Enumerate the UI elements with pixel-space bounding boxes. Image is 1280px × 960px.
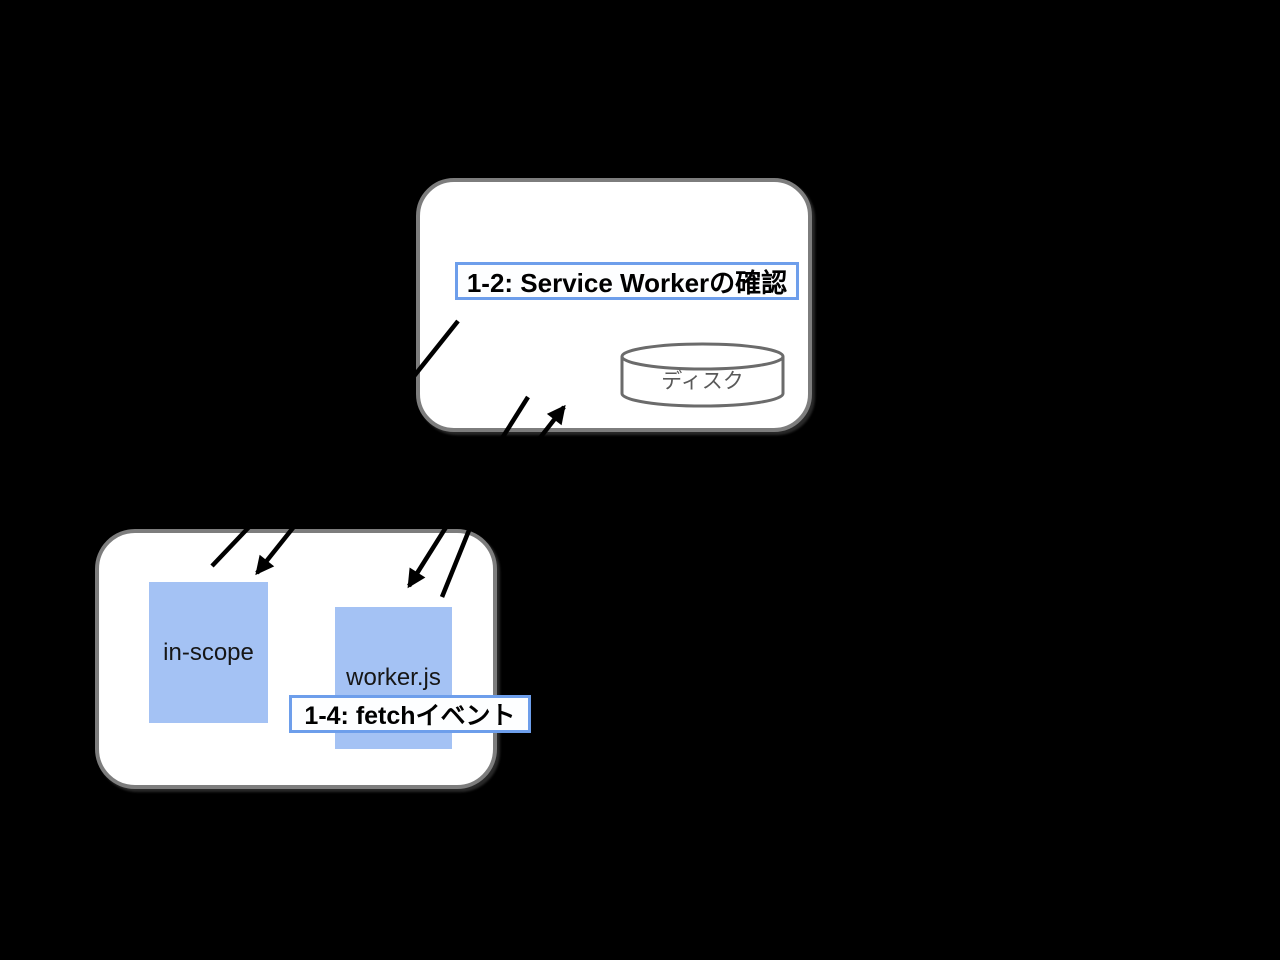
step-1-2-label: 1-2: Service Workerの確認 <box>455 262 799 300</box>
step-1-4-label: 1-4: fetchイベント <box>289 695 531 733</box>
in-scope-label: in-scope <box>163 638 254 666</box>
disk-label: ディスク <box>661 370 744 393</box>
service-worker-box: 1-2: Service Workerの確認 ディスク <box>416 178 812 432</box>
page-box: in-scope worker.js 1-4: fetchイベント <box>95 529 531 789</box>
in-scope-rect: in-scope <box>149 582 268 723</box>
disk-cylinder-icon <box>619 341 786 414</box>
worker-js-label: worker.js <box>346 664 441 691</box>
